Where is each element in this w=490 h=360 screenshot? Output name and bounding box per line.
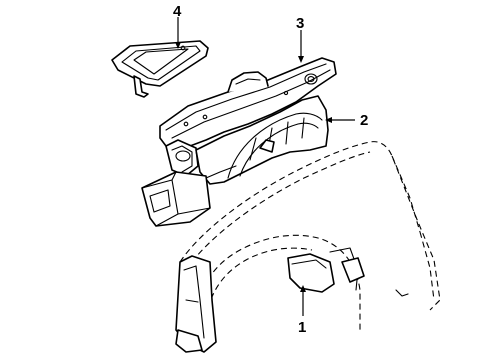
rail-extension-part <box>141 171 211 227</box>
callout-label-2: 2 <box>360 112 368 129</box>
fender-part <box>175 141 441 353</box>
callout-label-3: 3 <box>296 15 304 32</box>
leader-arrow-1 <box>300 285 306 292</box>
leader-arrow-2 <box>325 117 332 123</box>
callout-label-4: 4 <box>173 3 182 20</box>
wheel-apron-part <box>195 95 329 185</box>
battery-tray-part <box>111 40 209 98</box>
callout-label-1: 1 <box>298 319 306 336</box>
leader-arrow-3 <box>298 56 304 63</box>
leader-arrow-4 <box>175 42 181 49</box>
front-rail-part <box>159 57 337 177</box>
